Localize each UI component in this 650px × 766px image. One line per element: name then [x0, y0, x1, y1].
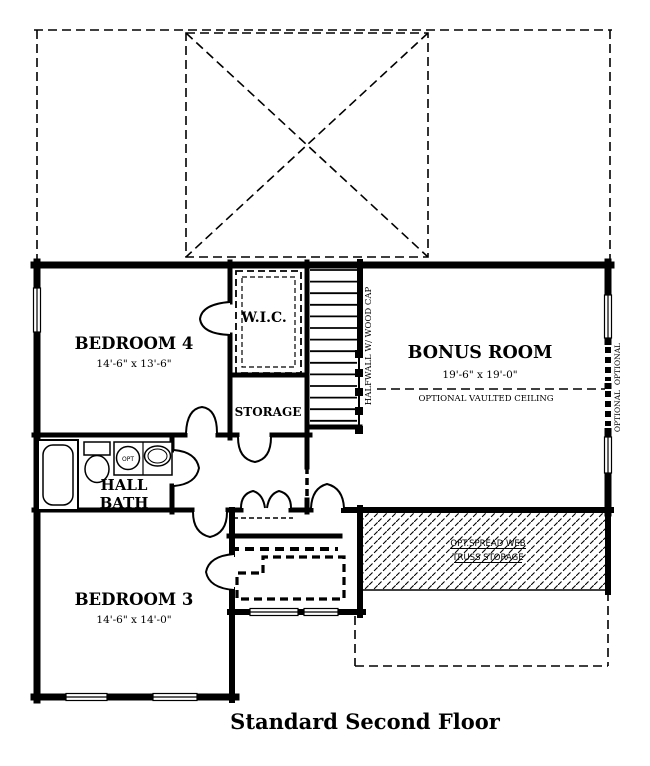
optional-wall-segments: [602, 345, 614, 428]
note-truss-1: OPT.SPREAD WEB: [450, 539, 525, 549]
truss-note-underlines: [450, 548, 526, 563]
room-label-hallbath-1: HALL: [101, 476, 148, 494]
closet-details: [230, 270, 346, 601]
optional-sink: [115, 445, 141, 471]
room-label-hallbath-2: BATH: [100, 494, 149, 512]
optional-storage-outline: [235, 555, 346, 601]
hatch-truss-storage: [362, 512, 607, 591]
room-label-bonus: BONUS ROOM: [408, 343, 553, 363]
halfwall-wood-cap: [355, 350, 363, 434]
note-halfwall: HALFWALL W/ WOOD CAP: [364, 287, 374, 406]
window: [603, 436, 613, 474]
window: [32, 287, 42, 333]
door-arc: [173, 449, 201, 487]
dim-label-bonus: 19'-6" x 19'-0": [442, 369, 517, 381]
bathtub-basin: [42, 444, 74, 506]
dim-label-bedroom3: 14'-6" x 14'-0": [96, 614, 171, 626]
toilet-tank: [83, 441, 111, 456]
window: [152, 692, 198, 702]
room-label-wic: W.I.C.: [240, 310, 287, 326]
door-arc: [204, 553, 235, 591]
optional-dashed-area: [354, 592, 609, 667]
bathroom-fixtures: [37, 439, 173, 511]
plan-title: Standard Second Floor: [230, 709, 501, 734]
note-vaulted-ceiling: OPTIONAL VAULTED CEILING: [418, 394, 553, 404]
windows: [32, 287, 613, 702]
window: [303, 607, 339, 617]
door-arc: [237, 436, 272, 464]
room-label-bedroom3: BEDROOM 3: [75, 590, 194, 609]
wic-shelving-inner: [241, 276, 296, 368]
toilet-bowl: [84, 454, 110, 484]
window: [249, 607, 299, 617]
window: [603, 294, 613, 339]
attic-truss-x-box: [185, 32, 429, 258]
door-arc: [310, 482, 345, 509]
doors: [173, 301, 345, 591]
window: [65, 692, 108, 702]
roof-outline: [34, 29, 612, 262]
dim-label-bedroom4: 14'-6" x 13'-6": [96, 358, 171, 370]
note-truss-2: TRUSS STORAGE: [451, 553, 523, 563]
door-arc: [240, 489, 266, 509]
door-arc: [266, 489, 292, 509]
note-optional-lower: OPTIONAL: [613, 390, 622, 432]
door-arc: [185, 405, 218, 434]
staircase: [310, 269, 357, 422]
room-label-bedroom4: BEDROOM 4: [75, 334, 194, 353]
sink-basin: [147, 448, 168, 464]
room-label-storage: STORAGE: [235, 405, 302, 419]
label-opt-sink: OPT: [122, 456, 134, 463]
door-arc: [192, 511, 228, 539]
note-optional-upper: OPTIONAL: [613, 343, 622, 385]
wic-shelving: [235, 270, 302, 374]
door-arc: [198, 301, 231, 336]
